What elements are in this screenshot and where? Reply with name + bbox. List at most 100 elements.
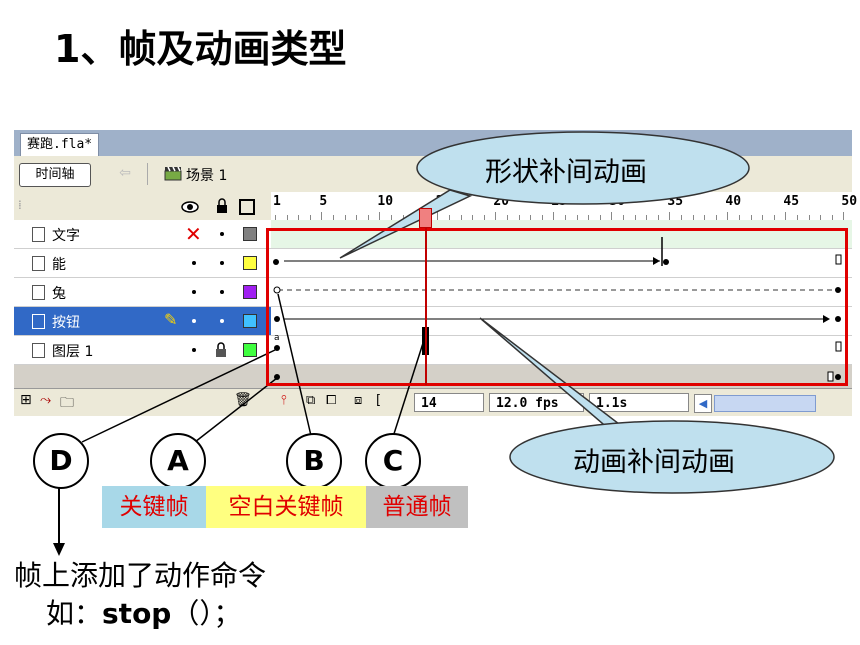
ruler-tick <box>402 215 404 220</box>
ruler-tick <box>483 215 485 220</box>
ruler-tick <box>309 215 311 220</box>
center-frame-icon[interactable]: ⫯ <box>281 393 287 408</box>
layer-row-layer1[interactable]: 图层 1 <box>14 336 271 365</box>
ruler-tick <box>298 215 300 220</box>
horizontal-scrollbar[interactable] <box>714 395 816 412</box>
ruler-tick <box>669 212 671 220</box>
frames-track-layer1[interactable] <box>271 336 852 365</box>
ruler-number: 50 <box>841 194 858 209</box>
document-tab[interactable]: 赛跑.fla* <box>20 133 100 157</box>
marker-b: B <box>286 433 342 489</box>
onion-markers-icon[interactable]: [ <box>376 393 382 408</box>
lock-icon[interactable] <box>215 342 227 358</box>
ruler-tick <box>750 215 752 220</box>
frames-highlight-box <box>266 228 848 386</box>
note-prefix: 如： <box>46 597 103 630</box>
layer-color-swatch[interactable] <box>243 256 257 270</box>
scroll-left-button[interactable]: ◀ <box>694 394 712 413</box>
onion-outline-icon[interactable]: ⧠ <box>326 393 337 408</box>
visible-dot[interactable] <box>192 261 196 265</box>
ruler-tick <box>599 215 601 220</box>
ruler-tick <box>611 212 613 220</box>
visible-dot[interactable] <box>192 348 196 352</box>
ruler-tick <box>681 215 682 220</box>
layer-page-icon <box>32 343 45 358</box>
layer-page-icon <box>32 285 45 300</box>
ruler-tick <box>275 215 276 220</box>
hidden-x-icon[interactable]: ✕ <box>185 222 202 246</box>
ruler-tick <box>367 215 369 220</box>
layer-color-swatch[interactable] <box>243 227 257 241</box>
layer-color-swatch[interactable] <box>243 285 257 299</box>
trash-icon[interactable]: 🗑 <box>234 392 252 408</box>
scene-label[interactable]: 场景 1 <box>186 168 228 184</box>
ruler-tick <box>634 215 636 220</box>
ruler-tick <box>460 215 462 220</box>
ruler-tick <box>286 215 288 220</box>
note-suffix: （）； <box>171 597 242 630</box>
eye-icon[interactable] <box>181 201 199 213</box>
ruler-tick <box>344 215 346 220</box>
lock-dot[interactable] <box>220 232 224 236</box>
visible-dot[interactable] <box>192 319 196 323</box>
legend-keyframe: 关键帧 <box>102 486 206 528</box>
ruler-tick <box>472 215 474 220</box>
lock-dot[interactable] <box>220 261 224 265</box>
visible-dot[interactable] <box>192 290 196 294</box>
layer-color-swatch[interactable] <box>243 314 257 328</box>
layer-name: 按钮 <box>52 315 80 331</box>
marker-c: C <box>365 433 421 489</box>
lock-dot[interactable] <box>220 290 224 294</box>
playhead-line <box>425 210 427 385</box>
ruler-tick <box>553 212 555 220</box>
timeline-status-bar: ⊞ ⤳ 🗀 🗑 ⫯ ⧉ ⧠ ⧈ [ 14 12.0 fps 1.1s ◀ <box>14 388 852 416</box>
back-arrow-icon[interactable]: ⇦ <box>119 165 131 181</box>
ruler-tick <box>449 215 450 220</box>
add-folder-icon[interactable]: 🗀 <box>60 395 74 411</box>
layer-row-rabbit[interactable]: 兔 <box>14 278 271 307</box>
ruler-tick <box>715 215 717 220</box>
page-title: 1、帧及动画类型 <box>54 27 347 71</box>
layer-row-neng[interactable]: 能 <box>14 249 271 278</box>
layer-row-button[interactable]: 按钮 ✎ <box>14 307 271 336</box>
layer-page-icon <box>32 256 45 271</box>
layer-name: 能 <box>52 257 66 273</box>
fps-display[interactable]: 12.0 fps <box>489 393 584 412</box>
lock-dot[interactable] <box>220 319 224 323</box>
edit-multiple-icon[interactable]: ⧈ <box>354 393 363 408</box>
layer-color-swatch[interactable] <box>243 343 257 357</box>
frames-track-button[interactable] <box>271 307 852 336</box>
add-layer-icon[interactable]: ⊞ <box>20 392 32 408</box>
playhead-handle[interactable] <box>419 208 432 228</box>
onion-skin-icon[interactable]: ⧉ <box>306 393 316 408</box>
motion-tween-callout: 动画补间动画 <box>573 447 735 478</box>
ruler-tick <box>321 212 323 220</box>
ruler-tick <box>646 215 648 220</box>
frames-track-rabbit[interactable] <box>271 278 852 307</box>
lock-icon[interactable] <box>216 198 228 214</box>
outline-icon[interactable] <box>239 199 255 215</box>
drag-grip-icon[interactable]: ⁞ <box>18 198 22 212</box>
clapperboard-icon <box>164 166 182 181</box>
ruler-tick <box>588 215 590 220</box>
ruler-number: 1 <box>273 194 281 209</box>
ruler-number: 45 <box>783 194 800 209</box>
ruler-tick <box>785 212 787 220</box>
layer-row-text[interactable]: 文字 ✕ <box>14 220 271 249</box>
ruler-tick <box>820 215 822 220</box>
ruler-tick <box>379 212 381 220</box>
ruler-tick <box>692 215 694 220</box>
frames-track-neng[interactable] <box>271 249 852 278</box>
ruler-number: 40 <box>725 194 742 209</box>
ruler-tick <box>704 215 706 220</box>
timeline-button[interactable]: 时间轴 <box>19 163 91 187</box>
ruler-tick <box>507 215 508 220</box>
ruler-tick <box>739 215 740 220</box>
pencil-icon: ✎ <box>164 310 178 329</box>
ruler-tick <box>495 212 497 220</box>
ruler-tick <box>576 215 578 220</box>
legend-normal-frame: 普通帧 <box>366 486 468 528</box>
layer-page-icon <box>32 227 45 242</box>
add-guide-icon[interactable]: ⤳ <box>40 392 52 408</box>
layer-name: 文字 <box>52 228 80 244</box>
